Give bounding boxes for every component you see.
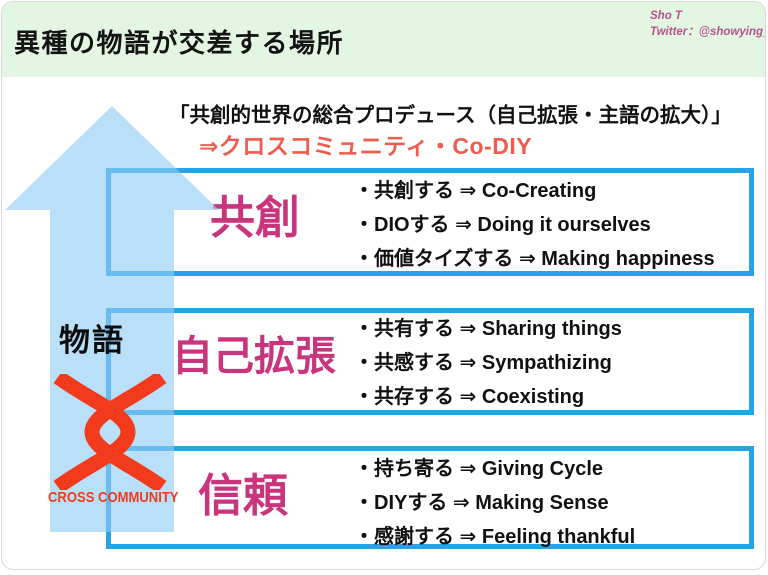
intro-conclusion-line: ⇒クロスコミュニティ・Co-DIY bbox=[199, 133, 533, 159]
box-heading: 自己拡張 bbox=[172, 333, 336, 379]
author-name: Sho T bbox=[650, 10, 682, 22]
bullet-list: ・共有する ⇒ Sharing things ・共感する ⇒ Sympathiz… bbox=[354, 312, 622, 414]
bullet-list: ・持ち寄る ⇒ Giving Cycle ・DIYする ⇒ Making Sen… bbox=[354, 452, 635, 554]
bullet-item: ・共存する ⇒ Coexisting bbox=[354, 386, 585, 408]
up-arrow-icon bbox=[5, 106, 219, 532]
box-heading: 信頼 bbox=[198, 470, 289, 521]
box-self-expansion: 自己拡張 ・共有する ⇒ Sharing things ・共感する ⇒ Symp… bbox=[106, 308, 754, 415]
bullet-item: ・持ち寄る ⇒ Giving Cycle bbox=[354, 458, 604, 480]
story-axis-label: 物語 bbox=[59, 323, 125, 358]
bullet-item: ・共有する ⇒ Sharing things bbox=[354, 318, 622, 340]
slide-title: 異種の物語が交差する場所 bbox=[14, 28, 345, 58]
logo-caption: CROSS COMMUNITY bbox=[48, 489, 179, 506]
box-cocreation: 共創 ・共創する ⇒ Co-Creating ・DIOする ⇒ Doing it… bbox=[106, 168, 754, 276]
bullet-item: ・感謝する ⇒ Feeling thankful bbox=[354, 526, 636, 548]
box-heading: 共創 bbox=[210, 192, 301, 243]
author-credits: Sho T Twitter：@showying_art bbox=[650, 8, 765, 40]
bullet-list: ・共創する ⇒ Co-Creating ・DIOする ⇒ Doing it ou… bbox=[354, 174, 715, 276]
up-arrow-shape bbox=[5, 106, 219, 532]
author-twitter-handle: Twitter：@showying_art bbox=[650, 26, 765, 38]
cross-community-logo-icon bbox=[53, 374, 167, 490]
bullet-item: ・DIOする ⇒ Doing it ourselves bbox=[354, 214, 651, 236]
bullet-item: ・共感する ⇒ Sympathizing bbox=[354, 352, 612, 374]
logo-strand-left bbox=[53, 374, 136, 490]
intro-line: 「共創的世界の総合プロデュース（自己拡張・主語の拡大）」 bbox=[169, 104, 732, 127]
bullet-item: ・共創する ⇒ Co-Creating bbox=[354, 180, 597, 202]
bullet-item: ・DIYする ⇒ Making Sense bbox=[354, 492, 609, 514]
slide-header: 異種の物語が交差する場所 Sho T Twitter：@showying_art bbox=[2, 2, 765, 77]
bullet-item: ・価値タイズする ⇒ Making happiness bbox=[354, 248, 715, 270]
logo-strand-right bbox=[84, 374, 167, 490]
